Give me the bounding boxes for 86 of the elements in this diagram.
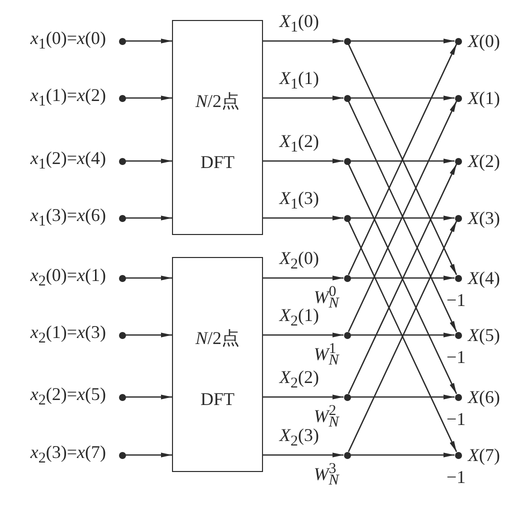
junction-dot: [118, 158, 126, 164]
arrow: [126, 394, 172, 400]
junction-dot: [454, 452, 462, 458]
transform-label: DFT: [200, 388, 234, 410]
junction-dot: [454, 274, 462, 282]
point-count-label: N/2点: [195, 327, 240, 349]
arrow: [126, 38, 172, 44]
signal-label: x$_{2}$(2)=x(5): [30, 384, 106, 410]
butterfly-cross: [348, 100, 458, 332]
arrow: [350, 216, 454, 220]
output-label: X(2): [468, 151, 500, 171]
junction-dot: [344, 158, 350, 164]
output-label: X(7): [468, 445, 500, 465]
edge-label: X$_{1}$(1): [280, 68, 319, 94]
arrow: [126, 276, 172, 280]
junction-dot: [344, 452, 350, 458]
junction-dot: [118, 332, 126, 338]
dft-box: [172, 20, 263, 235]
edge-label: −1: [446, 467, 466, 487]
junction-dot: [344, 332, 350, 338]
junction-dot: [454, 332, 462, 338]
arrow: [263, 216, 344, 220]
arrow: [350, 96, 454, 100]
arrow: [350, 394, 454, 400]
junction-dot: [118, 38, 126, 44]
output-label: X(3): [468, 208, 500, 228]
signal-label: x$_{1}$(2)=x(4): [30, 148, 106, 174]
junction-dot: [454, 94, 462, 102]
output-label: X(0): [468, 31, 500, 51]
point-count-label: N/2点: [195, 90, 240, 112]
edge-label: X$_{2}$(0): [280, 248, 319, 274]
junction-dot: [118, 214, 126, 222]
butterfly-cross: [348, 164, 458, 394]
dft-box: [172, 257, 263, 472]
signal-label: x$_{1}$(3)=x(6): [30, 204, 106, 232]
arrow: [263, 332, 344, 338]
butterfly-cross: [348, 220, 458, 452]
edge-label: X$_{2}$(2): [280, 366, 319, 394]
arrow: [350, 276, 454, 280]
edge-label: X$_{1}$(2): [280, 130, 319, 158]
signal-label: x$_{2}$(1)=x(3): [30, 322, 106, 348]
junction-dot: [118, 94, 126, 102]
junction-dot: [454, 38, 462, 44]
arrow: [263, 96, 344, 100]
arrow: [350, 452, 454, 458]
signal-label: x$_{1}$(0)=x(0): [30, 28, 106, 54]
junction-dot: [454, 214, 462, 222]
output-label: X(5): [468, 325, 500, 345]
edge-label: −1: [446, 409, 466, 429]
edge-label: X$_{1}$(3): [280, 188, 319, 214]
output-label: X(6): [468, 387, 500, 407]
junction-dot: [454, 394, 462, 400]
edge-label: X$_{2}$(1): [280, 304, 319, 332]
junction-dot: [344, 38, 350, 44]
arrow: [126, 96, 172, 100]
butterfly-cross: [348, 44, 458, 276]
arrow: [263, 452, 344, 458]
arrow: [350, 158, 454, 164]
junction-dot: [118, 452, 126, 458]
output-label: X(4): [468, 268, 500, 288]
arrow: [126, 332, 172, 338]
arrow: [263, 394, 344, 400]
arrow: [126, 158, 172, 164]
junction-dot: [454, 158, 462, 164]
arrow: [263, 158, 344, 164]
arrow: [350, 332, 454, 338]
arrow: [126, 452, 172, 458]
edge-label: X$_{1}$(0): [280, 10, 319, 38]
junction-dot: [118, 394, 126, 400]
arrow: [263, 276, 344, 280]
junction-dot: [344, 214, 350, 222]
arrow: [126, 216, 172, 220]
junction-dot: [344, 274, 350, 282]
arrow: [350, 38, 454, 44]
junction-dot: [118, 274, 126, 282]
edge-label: X$_{2}$(3): [280, 424, 319, 452]
edge-label: −1: [446, 347, 466, 367]
junction-dot: [344, 94, 350, 102]
signal-label: x$_{1}$(1)=x(2): [30, 84, 106, 112]
transform-label: DFT: [200, 151, 234, 173]
arrow: [263, 38, 344, 44]
signal-label: x$_{2}$(3)=x(7): [30, 442, 106, 468]
output-label: X(1): [468, 88, 500, 108]
signal-label: x$_{2}$(0)=x(1): [30, 264, 106, 292]
edge-label: −1: [446, 290, 466, 310]
junction-dot: [344, 394, 350, 400]
